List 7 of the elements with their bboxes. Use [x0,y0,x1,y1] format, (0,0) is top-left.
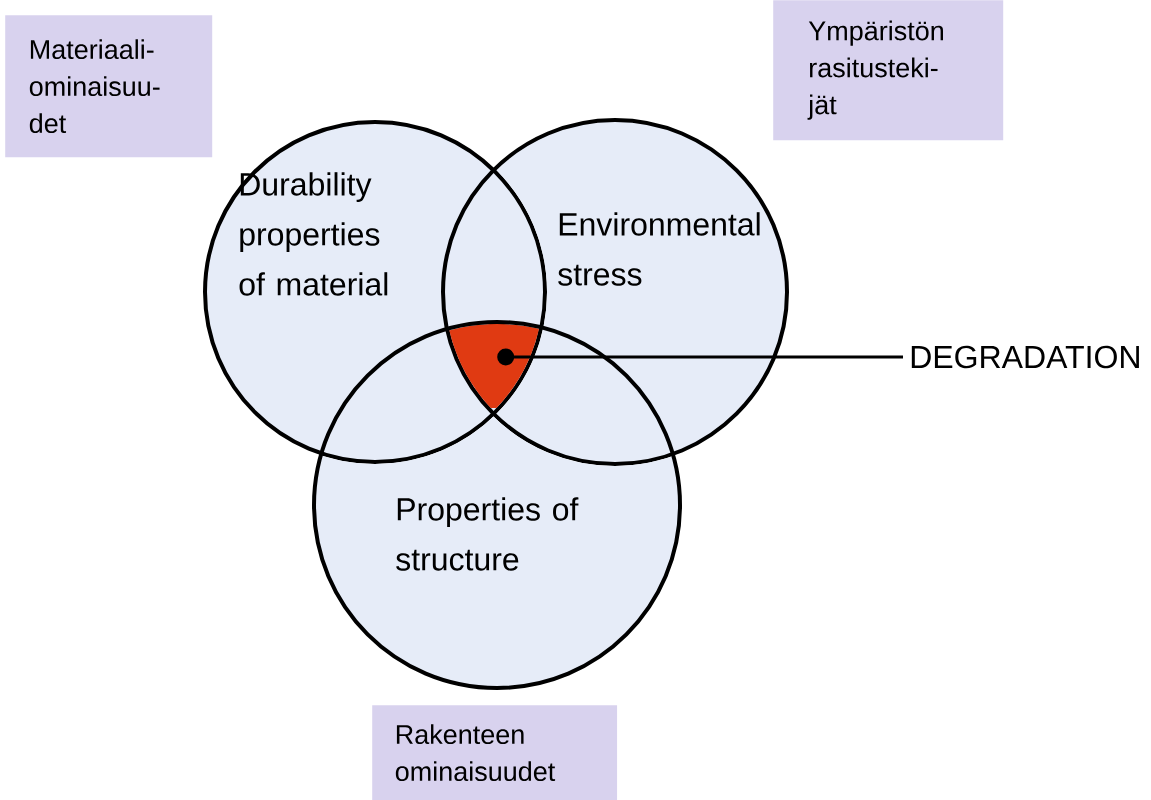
label-box: Materiaali- ominaisuu- det [5,15,213,158]
node-label: Properties of structure [396,497,579,571]
node-label: Environmental stress [558,212,760,286]
label-box: Rakenteen ominaisuudet [372,705,618,800]
leader-line [497,348,903,366]
label-box: Ympäristön rasitusteki- jät [773,0,1004,141]
degradation-label: DEGRADATION [911,345,1139,369]
